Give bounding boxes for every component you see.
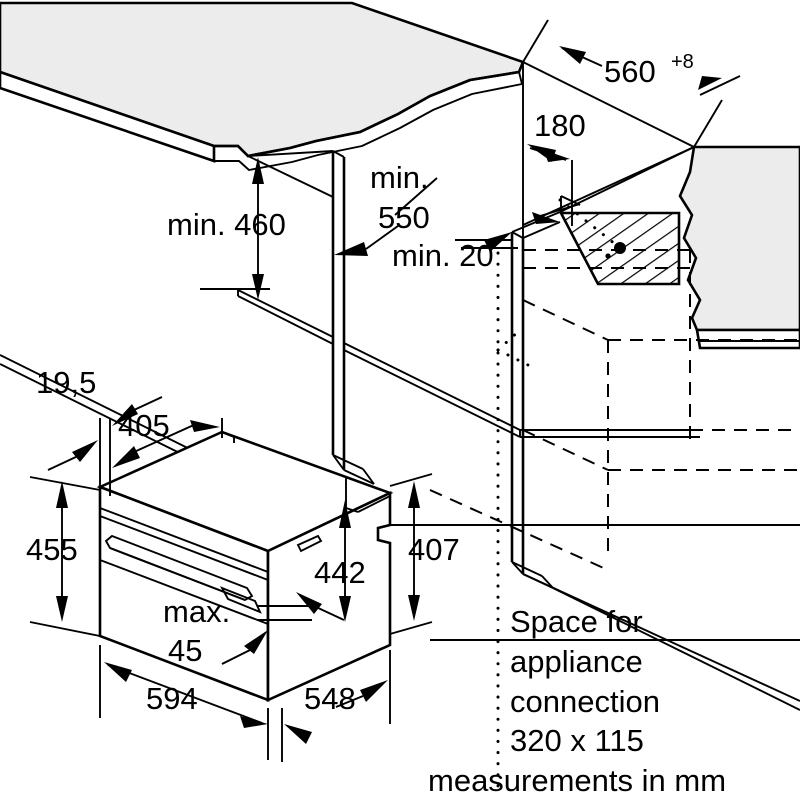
dim-594-label: 594 [146, 681, 198, 716]
connection-projection-dotted [496, 198, 622, 792]
connection-point-dot [614, 242, 626, 254]
dim-min-550-label: min. [370, 160, 429, 195]
dim-min-20: min. 20 [392, 203, 581, 273]
dim-max-45-label: max. [163, 594, 230, 629]
dim-442-label: 442 [314, 555, 366, 590]
dim-407: 407 [389, 473, 460, 635]
countertop [0, 1, 525, 172]
dim-19-5: 19,5 [36, 365, 163, 496]
connection-space-hatch [558, 195, 681, 286]
dim-max-45-value: 45 [168, 633, 202, 668]
dim-548-label: 548 [304, 681, 356, 716]
dim-405-label: 405 [118, 408, 170, 443]
dim-455: 455 [26, 476, 101, 637]
dim-min-460: min. 460 [167, 157, 286, 300]
wall-panel [678, 145, 800, 350]
dim-19-5-label: 19,5 [36, 365, 96, 400]
connection-point-dot-small [605, 253, 611, 259]
dim-min-550-value: 550 [378, 200, 430, 235]
dim-180-label: 180 [534, 108, 586, 143]
connection-note-line1: Space for [510, 604, 643, 639]
dim-455-label: 455 [26, 532, 78, 567]
dim-min-550: min. 550 [334, 160, 438, 256]
dim-594: 594 [99, 645, 269, 760]
units-caption-label: measurements in mm [428, 763, 726, 798]
appliance-unit [96, 430, 394, 703]
dim-407-label: 407 [408, 532, 460, 567]
dim-560-superscript: +8 [671, 51, 694, 73]
connection-note-line4: 320 x 115 [510, 723, 644, 758]
dim-405: 405 [112, 408, 223, 468]
units-caption: measurements in mm [428, 763, 726, 798]
dim-min-20-label: min. 20 [392, 238, 494, 273]
dim-560-label: 560 [604, 54, 656, 89]
hidden-appliance-outline [429, 249, 800, 571]
dim-180: 180 [522, 62, 586, 240]
dim-442: 442 [314, 500, 366, 622]
dim-560: 560 +8 [522, 19, 741, 148]
connection-note: Space for appliance connection 320 x 115 [510, 604, 660, 758]
connection-note-line3: connection [510, 684, 660, 719]
dim-548: 548 [281, 650, 391, 762]
dim-min-460-label: min. 460 [167, 207, 286, 242]
connection-note-line2: appliance [510, 644, 643, 679]
dim-max-45: max. 45 [163, 592, 345, 668]
